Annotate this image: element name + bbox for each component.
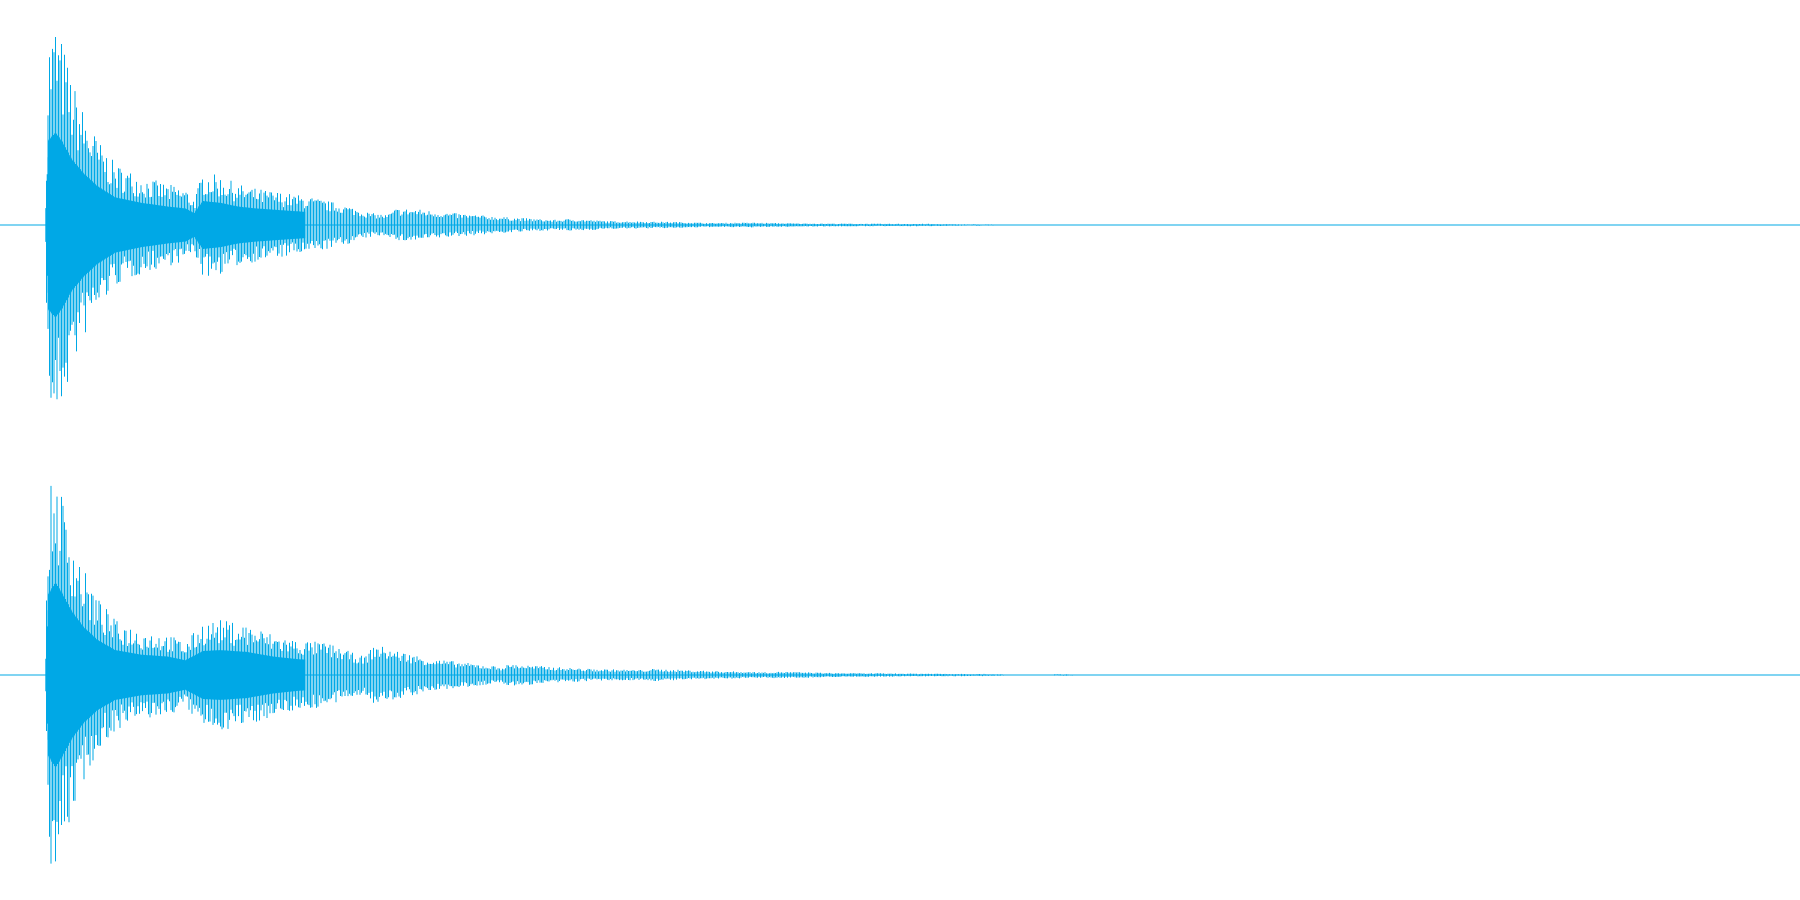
waveform-core [45, 582, 306, 768]
waveform-channel-2 [0, 485, 1800, 864]
waveform-core [45, 132, 306, 318]
waveform-channel-1 [0, 37, 1800, 400]
